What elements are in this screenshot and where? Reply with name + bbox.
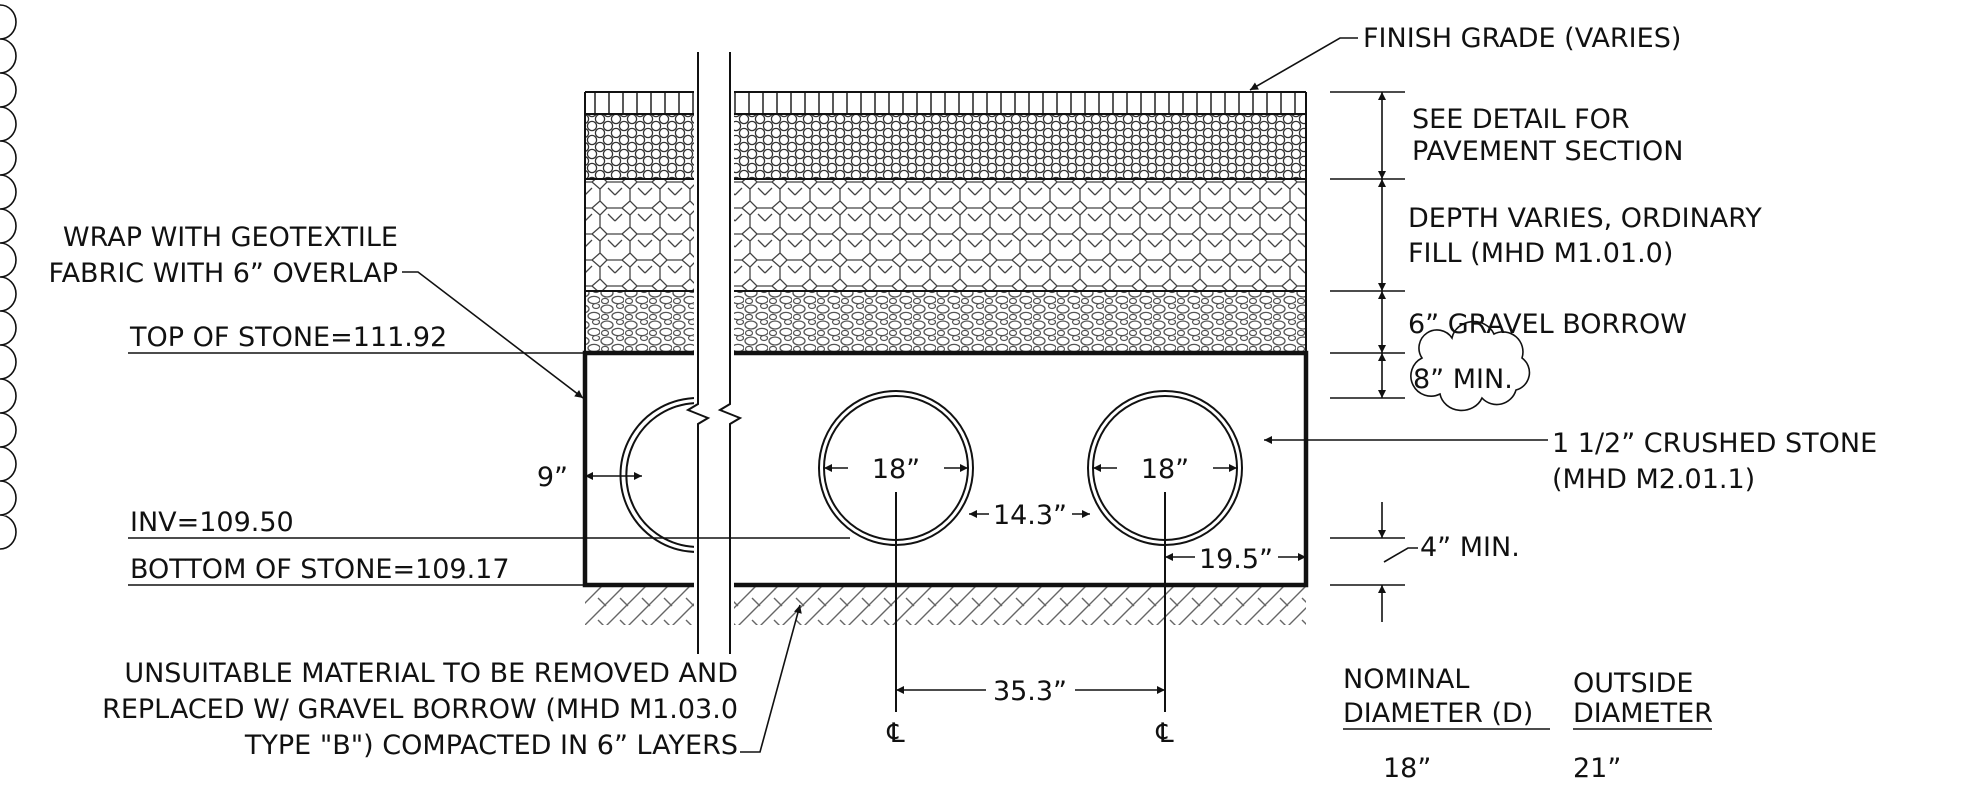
top-of-stone-label: TOP OF STONE=111.92 xyxy=(129,322,447,353)
pavement-note-line-2: PAVEMENT SECTION xyxy=(1412,136,1683,167)
crushed-stone-line-2: (MHD M2.01.1) xyxy=(1552,464,1755,495)
unsuitable-note-line-3: TYPE "B") COMPACTED IN 6” LAYERS xyxy=(244,730,738,761)
pavement-layer xyxy=(585,92,1306,114)
svg-text:35.3”: 35.3” xyxy=(993,676,1067,707)
fill-note-line-1: DEPTH VARIES, ORDINARY xyxy=(1408,203,1762,234)
trench-layers xyxy=(584,91,1307,353)
crushed-stone-line-1: 1 1/2” CRUSHED STONE xyxy=(1552,428,1877,459)
svg-text:14.3”: 14.3” xyxy=(993,500,1067,531)
min-4-dimension xyxy=(1330,502,1418,622)
table-col2-head-line-2: DIAMETER xyxy=(1573,698,1713,729)
pipe-2-diameter-dimension: 18” xyxy=(1093,454,1237,485)
svg-text:9”: 9” xyxy=(537,462,568,493)
wrap-note-line-2: FABRIC WITH 6” OVERLAP xyxy=(49,258,398,289)
centerline-symbol-2: ℄ xyxy=(1155,718,1174,749)
min-4-label: 4” MIN. xyxy=(1420,532,1520,563)
svg-text:18”: 18” xyxy=(1141,454,1189,485)
finish-grade-label: FINISH GRADE (VARIES) xyxy=(1363,23,1681,54)
edge-clearance-dimension: 19.5” xyxy=(1165,544,1306,575)
gravel-borrow-label: 6” GRAVEL BORROW xyxy=(1408,309,1687,340)
native-soil-hatch xyxy=(585,585,1306,625)
base-course-layer xyxy=(585,114,1306,179)
ordinary-fill-layer xyxy=(585,179,1306,291)
table-outside-value: 21” xyxy=(1573,753,1621,784)
table-col1-head-line-2: DIAMETER (D) xyxy=(1343,698,1533,729)
pipe-diameter-table: NOMINAL DIAMETER (D) OUTSIDE DIAMETER 18… xyxy=(1343,664,1713,784)
min-8-label: 8” MIN. xyxy=(1413,364,1513,395)
svg-text:18”: 18” xyxy=(872,454,920,485)
center-to-center-dimension: 35.3” xyxy=(896,676,1165,707)
fill-note-line-2: FILL (MHD M1.01.0) xyxy=(1408,238,1673,269)
pipe-gap-dimension: 14.3” xyxy=(969,500,1090,531)
table-col1-head-line-1: NOMINAL xyxy=(1343,664,1469,695)
svg-text:19.5”: 19.5” xyxy=(1199,544,1273,575)
break-lines xyxy=(685,52,743,654)
pipe-1-diameter-dimension: 18” xyxy=(824,454,968,485)
pavement-note-line-1: SEE DETAIL FOR xyxy=(1412,104,1630,135)
finish-grade-leader xyxy=(1249,37,1358,91)
wrap-note-leader xyxy=(402,271,584,399)
min-8-cloud xyxy=(1410,320,1531,412)
table-nominal-value: 18” xyxy=(1383,753,1431,784)
unsuitable-note-line-2: REPLACED W/ GRAVEL BORROW (MHD M1.03.0 xyxy=(102,694,738,725)
unsuitable-note-leader xyxy=(740,604,802,753)
wrap-note-line-1: WRAP WITH GEOTEXTILE xyxy=(63,222,398,253)
side-clearance-dimension: 9” xyxy=(537,462,642,493)
gravel-borrow-layer xyxy=(585,291,1306,353)
layer-depth-dimensions xyxy=(1330,91,1405,399)
crushed-stone-envelope xyxy=(582,350,1309,588)
table-col2-head-line-1: OUTSIDE xyxy=(1573,668,1693,699)
revision-cloud-left xyxy=(0,4,17,550)
centerline-symbol-1: ℄ xyxy=(886,718,905,749)
invert-label: INV=109.50 xyxy=(130,507,294,538)
unsuitable-note-line-1: UNSUITABLE MATERIAL TO BE REMOVED AND xyxy=(124,658,738,689)
bottom-of-stone-label: BOTTOM OF STONE=109.17 xyxy=(130,554,510,585)
